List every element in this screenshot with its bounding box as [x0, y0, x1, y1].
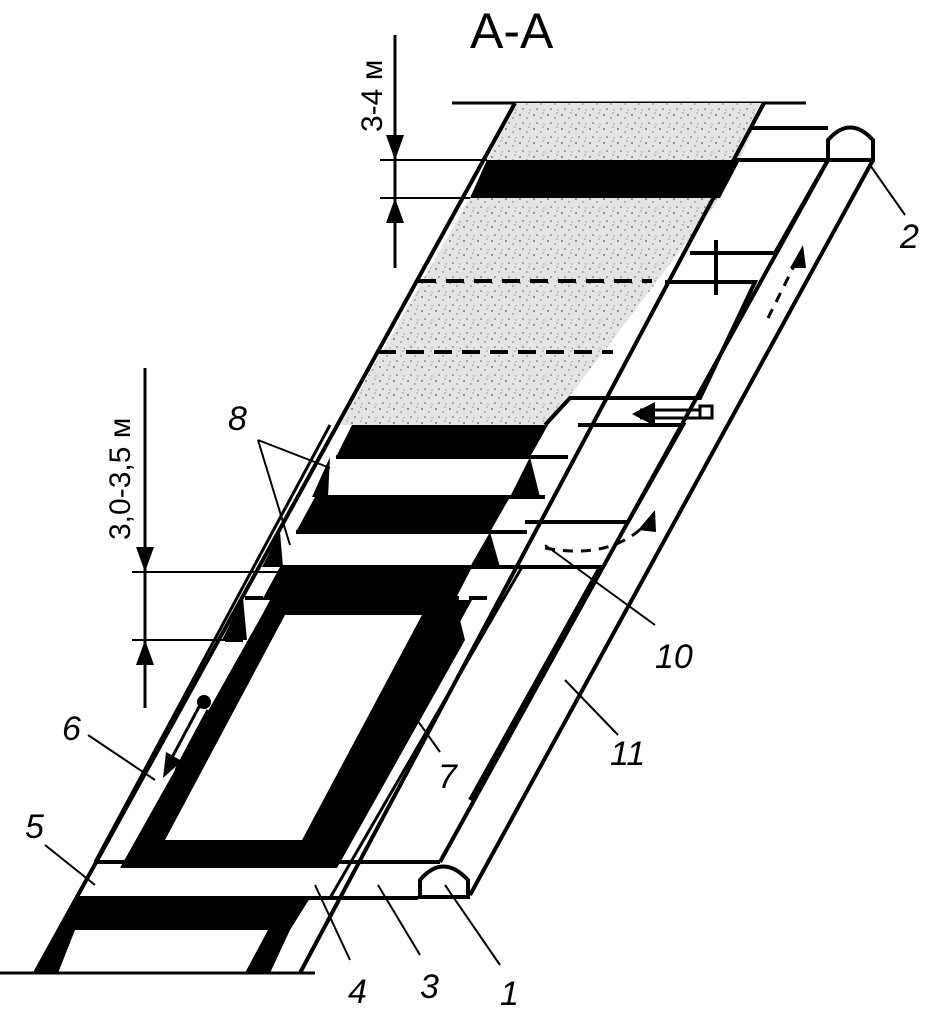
leader-2	[869, 164, 906, 216]
scraper-line-2	[174, 709, 210, 771]
leader-6	[87, 734, 156, 781]
stope-chamber	[165, 615, 422, 840]
raise-top-2	[826, 125, 875, 162]
leader-8b	[257, 439, 291, 546]
ore-pillar-strip	[470, 160, 740, 198]
bottom-left-pillar	[35, 930, 75, 973]
leader-5	[44, 844, 96, 886]
ore-slice-1	[336, 425, 548, 457]
bottom-ore-slice	[60, 898, 310, 930]
leader-10	[544, 544, 656, 626]
dim-mid-arrow-up	[136, 640, 154, 665]
ore-slice-2	[296, 497, 510, 532]
lower-loop	[525, 423, 687, 524]
filled-goaf-lower	[340, 198, 720, 425]
support-triangle-2	[510, 457, 540, 497]
middle-loop	[543, 280, 759, 427]
label-11: 11	[610, 735, 645, 773]
scraper-arrow-head	[163, 752, 182, 778]
label-2: 2	[899, 218, 919, 256]
label-7: 7	[438, 758, 458, 796]
dim-top-text: 3-4 м	[356, 60, 389, 132]
haulage-drift-right	[468, 159, 875, 896]
leader-8a	[257, 439, 331, 469]
leader-4	[314, 884, 351, 961]
flow-arrow-head-top	[790, 245, 806, 268]
ore-slice-3	[262, 567, 472, 600]
filled-goaf-upper	[487, 103, 764, 160]
stope-right-pillar	[318, 600, 465, 868]
support-triangle-3	[262, 532, 283, 567]
label-8: 8	[228, 400, 247, 438]
scraper-line-1	[166, 704, 202, 766]
raise-bottom-1	[418, 864, 470, 899]
upper-ventilation-loop	[690, 158, 832, 255]
label-6: 6	[62, 710, 81, 748]
support-triangle-4	[470, 532, 500, 567]
flow-arrow-dashed-curve	[544, 523, 647, 553]
leader-11	[564, 679, 619, 736]
dim-mid-arrow-down	[136, 547, 154, 572]
flow-arrow-head-curve	[638, 510, 656, 532]
leader-3	[377, 884, 421, 956]
label-3: 3	[420, 968, 439, 1006]
support-triangle-5	[222, 598, 247, 640]
flow-arrow-head-left	[632, 402, 655, 426]
inner-wall-left	[93, 424, 332, 863]
flow-arrow-tail-box	[698, 404, 714, 420]
label-4: 4	[348, 973, 367, 1009]
leader-7	[409, 709, 441, 753]
hangingwall-line	[298, 102, 766, 974]
dim-mid-text: 3,0-3,5 м	[104, 418, 137, 540]
footwall-left-line	[33, 102, 517, 974]
lower-bay	[468, 565, 604, 801]
label-5: 5	[25, 808, 44, 846]
leader-1	[444, 884, 501, 966]
bottom-right-pillar	[245, 930, 290, 973]
dim-top-arrow-down	[386, 135, 404, 160]
section-title: А-А	[470, 3, 554, 59]
dim-top-arrow-up	[386, 198, 404, 223]
label-1: 1	[500, 975, 519, 1009]
label-10: 10	[655, 638, 693, 676]
